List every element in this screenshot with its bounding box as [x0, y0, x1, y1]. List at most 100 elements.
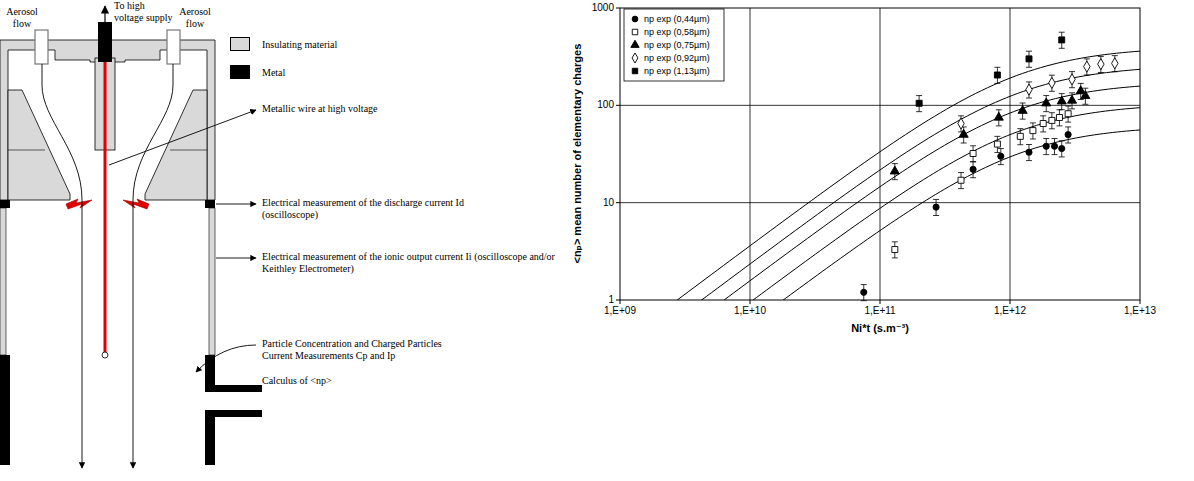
grid-line — [750, 8, 751, 300]
data-point — [1065, 132, 1071, 138]
leader-line — [216, 204, 256, 205]
data-series — [892, 106, 1071, 258]
legend-text: np exp (0,75µm) — [644, 40, 710, 50]
data-point — [959, 129, 968, 137]
legend-text: np exp (0,92µm) — [644, 53, 710, 63]
legend-text: np exp (1,13µm) — [644, 66, 710, 76]
theory-curve — [747, 108, 1140, 300]
aerosol-inlet — [35, 30, 48, 64]
x-tick: 1,E+12 — [980, 305, 1040, 317]
theory-curve — [671, 51, 1140, 300]
chart-legend-item: np exp (1,13µm) — [630, 66, 710, 76]
x-tick: 1,E+11 — [850, 305, 910, 317]
y-tick: 1 — [572, 294, 614, 306]
data-point — [861, 289, 867, 295]
outlet-pipe — [205, 410, 262, 417]
y-tick: 1000 — [572, 2, 614, 14]
plot-area — [616, 8, 1140, 304]
axis-title: <nₚ> mean number of elementary charges — [571, 4, 584, 304]
legend-swatch — [230, 37, 250, 51]
data-point — [1059, 37, 1065, 43]
legend-frame — [624, 9, 724, 81]
data-point — [1040, 121, 1046, 127]
tick-mark — [1010, 300, 1011, 304]
data-point — [933, 204, 939, 210]
data-point — [994, 141, 1000, 147]
flow-label: Aerosol flow — [176, 6, 214, 30]
data-point — [970, 166, 976, 172]
legend-item: Insulating material — [230, 37, 337, 51]
legend-item: Metal — [230, 65, 285, 79]
legend-text: Metal — [262, 67, 285, 78]
tick-mark — [750, 300, 751, 304]
part-label: Metallic wire at high voltage — [262, 103, 482, 115]
tick-mark — [620, 300, 621, 304]
data-series — [861, 127, 1072, 301]
x-tick: 1,E+10 — [720, 305, 780, 317]
data-point — [1026, 56, 1032, 62]
data-point — [1042, 98, 1051, 106]
metal-wall — [0, 355, 10, 465]
x-tick: 1,E+13 — [1110, 305, 1170, 317]
data-point — [916, 100, 922, 106]
chart-legend-item: np exp (0,58µm) — [630, 27, 710, 37]
data-point — [1051, 143, 1057, 149]
outlet-pipe — [205, 385, 262, 392]
data-point — [1017, 133, 1023, 139]
chart-legend-item: np exp (0,44µm) — [630, 14, 710, 24]
legend-text: np exp (0,58µm) — [644, 27, 710, 37]
data-point — [958, 118, 964, 129]
data-point — [994, 72, 1000, 78]
chart-legend-item: np exp (0,92µm) — [630, 53, 710, 63]
data-point — [958, 177, 964, 183]
measurement-label: Electrical measurement of the ionic outp… — [262, 251, 562, 275]
data-point — [890, 166, 899, 174]
supply-label: To high voltage supply — [114, 0, 176, 24]
electrode — [205, 200, 215, 208]
data-series — [890, 83, 1090, 179]
grid-line — [1010, 8, 1011, 300]
data-point — [1030, 128, 1036, 134]
data-series — [958, 56, 1118, 132]
data-series — [916, 32, 1065, 111]
metal-wall — [205, 417, 215, 465]
corona-discharge — [123, 199, 149, 209]
data-point — [994, 112, 1003, 120]
theory-curve — [695, 69, 1140, 300]
cone-edge — [8, 150, 45, 151]
data-point — [1043, 143, 1049, 149]
tick-mark — [880, 300, 881, 304]
theory-curve — [718, 86, 1140, 300]
cone-edge — [170, 150, 207, 151]
insulating-cone — [8, 90, 70, 200]
legend-marker — [630, 14, 640, 24]
legend-marker — [630, 66, 640, 76]
data-point — [1057, 96, 1066, 104]
hv-connector — [98, 22, 112, 62]
grid-line — [620, 202, 1140, 203]
legend-swatch — [230, 65, 250, 79]
calculation-label: Calculus of <np> — [262, 375, 462, 387]
data-point — [1049, 77, 1055, 88]
tick-mark — [616, 8, 620, 9]
data-point — [1081, 91, 1090, 99]
data-point — [1112, 58, 1118, 69]
measurement-label: Electrical measurement of the discharge … — [262, 197, 494, 221]
data-point — [1059, 145, 1065, 151]
legend-marker — [630, 27, 640, 37]
data-point — [892, 247, 898, 253]
measurement-label: Particle Concentration and Charged Parti… — [262, 338, 472, 362]
electrode — [0, 200, 10, 208]
axis-title: Ni*t (s.m⁻³) — [800, 322, 960, 335]
data-point — [1084, 61, 1090, 72]
flow-line — [42, 64, 82, 468]
x-tick: 1,E+09 — [590, 305, 650, 317]
wire-tip — [102, 352, 108, 358]
flow-label: Aerosol flow — [2, 6, 42, 30]
data-point — [1026, 149, 1032, 155]
tick-mark — [616, 202, 620, 203]
tick-mark — [1140, 300, 1141, 304]
chart-legend-item: np exp (0,75µm) — [630, 40, 710, 50]
